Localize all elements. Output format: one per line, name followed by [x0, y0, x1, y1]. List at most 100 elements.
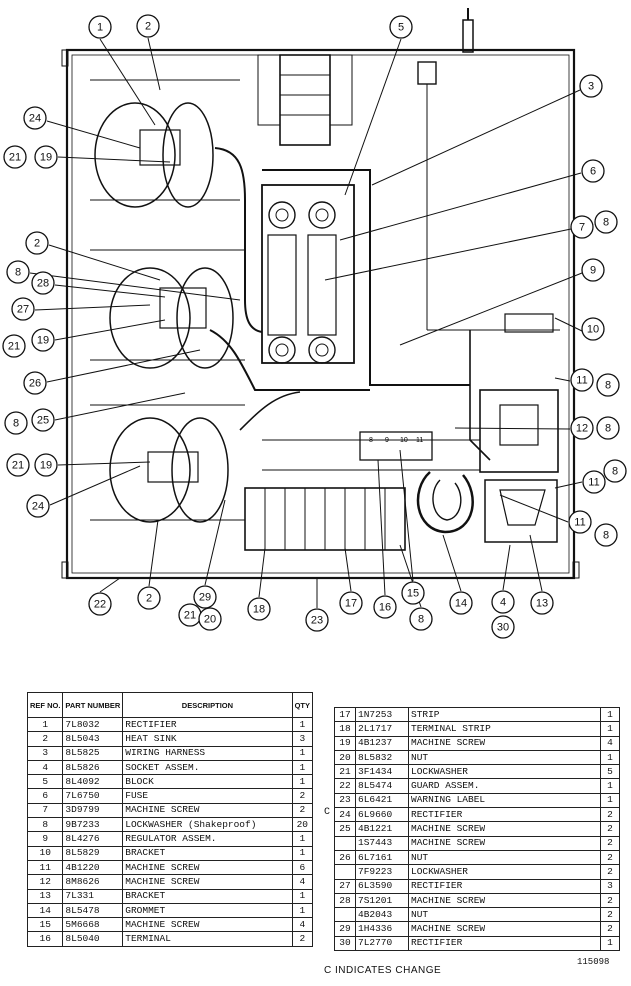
callout-label: 29 — [199, 592, 211, 604]
cell-qty: 2 — [291, 802, 314, 819]
cell-qty: 2 — [600, 821, 620, 837]
cell-description: NUT — [408, 849, 601, 866]
heat-sinks — [90, 79, 245, 523]
cell-ref: 19 — [334, 735, 356, 751]
cell-part-number: 8L5043 — [62, 731, 124, 747]
block-assembly — [257, 54, 560, 331]
callout-circle — [34, 453, 58, 477]
cell-ref: 22 — [334, 778, 356, 794]
cell-ref: 26 — [334, 849, 356, 866]
callout-label: 8 — [605, 380, 611, 392]
callout-2: 2 — [136, 14, 160, 38]
cell-part-number: 6L7161 — [355, 849, 409, 866]
callout-14: 14 — [449, 591, 473, 615]
callout-1: 1 — [88, 15, 112, 39]
callout-11: 11 — [568, 510, 592, 534]
callout-30: 30 — [491, 615, 515, 639]
cell-part-number: 4B1221 — [355, 821, 409, 837]
cell-description: WIRING HARNESS — [122, 745, 293, 761]
cell-ref: 28 — [334, 892, 356, 909]
cell-part-number: 8L4092 — [62, 774, 124, 790]
callout-label: 19 — [40, 152, 52, 164]
callout-label: 7 — [579, 222, 585, 234]
callout-5: 5 — [389, 15, 413, 39]
cell-qty: 1 — [291, 888, 314, 904]
callout-circle — [31, 328, 55, 352]
cell-part-number: 3F1434 — [355, 764, 409, 780]
cell-qty: 4 — [600, 735, 620, 751]
cell-part-number: 4B1237 — [355, 735, 409, 751]
cell-part-number: 7L2770 — [355, 935, 409, 952]
callout-circle — [409, 607, 433, 631]
cell-description: GROMMET — [122, 902, 293, 919]
callout-28: 28 — [31, 271, 55, 295]
change-marker: C — [324, 807, 331, 818]
cell-ref: 11 — [26, 859, 64, 876]
cell-description: BLOCK — [122, 774, 293, 790]
callout-circle — [137, 586, 161, 610]
callout-circle — [26, 494, 50, 518]
callout-11: 11 — [582, 470, 606, 494]
cell-part-number: 7L6750 — [62, 788, 124, 804]
cell-part-number: 1S7443 — [355, 835, 409, 851]
callout-circle — [389, 15, 413, 39]
callout-label: 6 — [590, 166, 596, 178]
cell-ref: 20 — [334, 749, 356, 766]
cell-description: NUT — [408, 749, 601, 766]
callout-8: 8 — [603, 459, 627, 483]
callout-26: 26 — [23, 371, 47, 395]
callout-label: 11 — [574, 517, 585, 529]
callout-6: 6 — [581, 159, 605, 183]
cell-part-number: 8L5040 — [62, 931, 124, 947]
callout-circle — [339, 591, 363, 615]
callout-label: 17 — [345, 598, 357, 610]
callout-circle — [594, 210, 618, 234]
callout-label: 21 — [9, 152, 21, 164]
cell-description: MACHINE SCREW — [122, 874, 293, 890]
callout-circle — [136, 14, 160, 38]
cell-qty: 1 — [600, 721, 620, 737]
cell-ref: 3 — [26, 745, 64, 761]
cell-description: LOCKWASHER — [408, 764, 601, 780]
cell-qty: 1 — [291, 716, 314, 733]
cell-ref: 17 — [334, 706, 356, 723]
callout-circle — [581, 258, 605, 282]
cell-part-number: 8L5829 — [62, 845, 124, 861]
callout-27: 27 — [11, 297, 35, 321]
callout-label: 1 — [97, 22, 103, 34]
cell-ref: 12 — [26, 874, 64, 890]
callout-label: 24 — [32, 501, 44, 513]
cell-part-number: 7F9223 — [355, 864, 409, 880]
cell-ref — [334, 864, 356, 880]
leader-lines — [29, 37, 583, 608]
cell-description: RECTIFIER — [122, 716, 293, 733]
cell-description: FUSE — [122, 788, 293, 804]
callout-label: 12 — [576, 423, 588, 435]
callout-8: 8 — [594, 210, 618, 234]
cell-ref: 27 — [334, 878, 356, 894]
callout-label: 15 — [407, 588, 419, 600]
cell-qty: 1 — [291, 759, 314, 776]
cell-ref: 23 — [334, 792, 356, 809]
callout-circle — [34, 145, 58, 169]
callout-circle — [247, 597, 271, 621]
cell-ref — [334, 835, 356, 851]
cell-ref — [334, 907, 356, 923]
callout-label: 2 — [34, 238, 40, 250]
callout-circle — [579, 74, 603, 98]
callout-label: 26 — [29, 378, 41, 390]
grommet — [416, 471, 474, 534]
callout-19: 19 — [31, 328, 55, 352]
callout-label: 5 — [398, 22, 404, 34]
callout-circle — [6, 453, 30, 477]
